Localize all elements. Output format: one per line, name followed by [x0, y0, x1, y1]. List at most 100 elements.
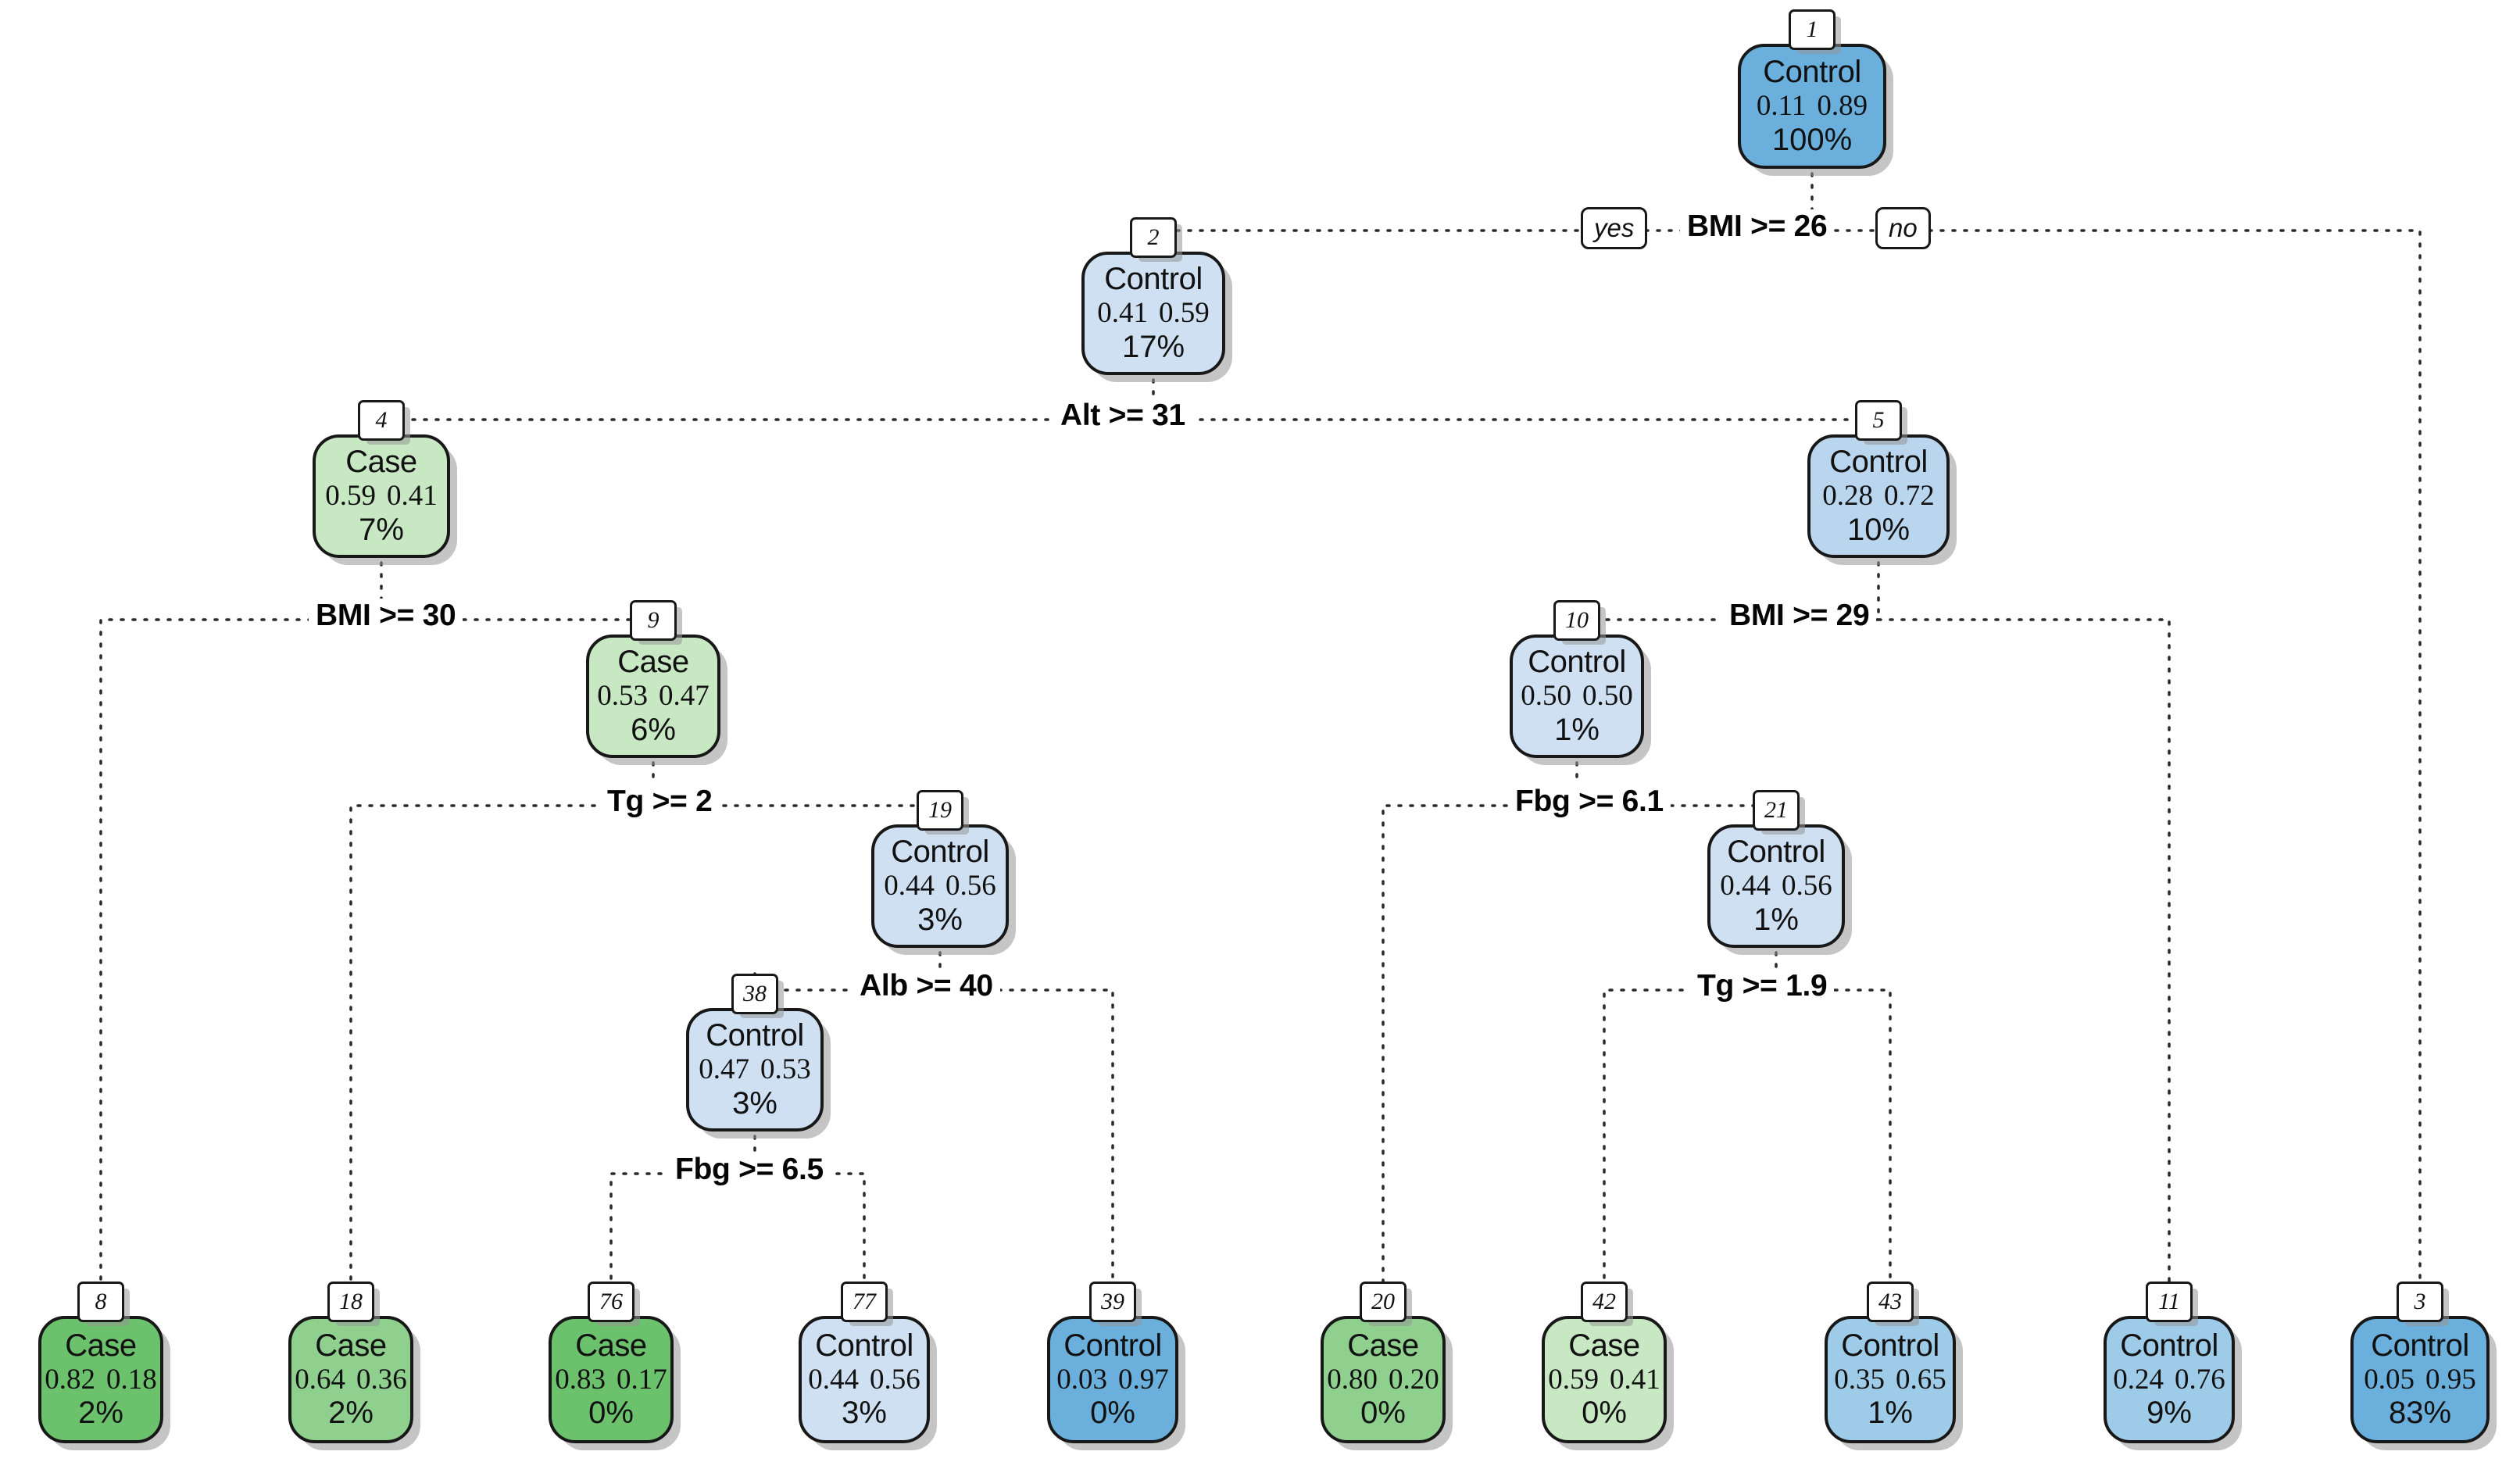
node-percentage: 2%: [328, 1396, 374, 1431]
yes-branch-label: yes: [1581, 207, 1648, 249]
split-label-bmi26: BMI >= 26: [1680, 209, 1835, 244]
node-id-tag: 20: [1360, 1282, 1407, 1322]
node-class-label: Control: [1063, 1328, 1162, 1363]
node-class-label: Control: [1841, 1328, 1939, 1363]
edge-alt31-no: [1152, 399, 1880, 421]
node-percentage: 1%: [1753, 902, 1799, 937]
node-percentage: 1%: [1554, 712, 1600, 747]
node-id-label: 43: [1878, 1289, 1902, 1314]
node-prob-control: 0.41: [387, 480, 438, 513]
edge-bmi29-no: [1877, 618, 2171, 1283]
node-class-label: Control: [1727, 835, 1825, 870]
node-id-label: 42: [1592, 1289, 1616, 1314]
node-percentage: 17%: [1121, 329, 1185, 364]
node-id-label: 21: [1764, 797, 1788, 823]
node-prob-case: 0.82: [45, 1363, 95, 1396]
edge-fbg65-no: [753, 1172, 866, 1283]
node-id-label: 39: [1101, 1289, 1124, 1314]
node-percentage: 1%: [1868, 1396, 1913, 1431]
node-id-tag: 21: [1753, 790, 1800, 831]
node-prob-control: 0.56: [1782, 870, 1832, 903]
node-prob-case: 0.44: [1720, 870, 1771, 903]
node-prob-control: 0.72: [1884, 480, 1935, 513]
node-prob-control: 0.18: [106, 1363, 157, 1396]
node-probabilities: 0.50 0.50: [1521, 680, 1633, 712]
node-prob-case: 0.59: [1548, 1363, 1599, 1396]
node-percentage: 100%: [1771, 122, 1853, 157]
node-prob-case: 0.50: [1521, 680, 1571, 713]
node-prob-control: 0.17: [617, 1363, 667, 1396]
node-id-label: 76: [599, 1289, 623, 1314]
split-label-fbg65: Fbg >= 6.5: [668, 1153, 831, 1187]
node-prob-control: 0.20: [1389, 1363, 1439, 1396]
node-percentage: 6%: [631, 712, 676, 747]
node-prob-case: 0.47: [699, 1053, 749, 1086]
node-percentage: 9%: [2146, 1396, 2192, 1431]
edge-bmi30-yes: [99, 618, 383, 1283]
node-probabilities: 0.82 0.18: [45, 1364, 157, 1396]
no-branch-label: no: [1875, 207, 1931, 249]
node-prob-case: 0.80: [1327, 1363, 1378, 1396]
node-id-tag: 4: [358, 400, 405, 441]
node-probabilities: 0.44 0.56: [1720, 870, 1832, 902]
node-id-label: 1: [1806, 16, 1818, 42]
node-id-tag: 3: [2397, 1282, 2443, 1322]
node-prob-control: 0.56: [945, 870, 996, 903]
node-id-tag: 1: [1789, 9, 1835, 50]
node-prob-case: 0.35: [1834, 1363, 1885, 1396]
node-id-tag: 42: [1581, 1282, 1628, 1322]
node-id-label: 3: [2414, 1289, 2426, 1314]
node-class-label: Case: [315, 1328, 387, 1363]
node-class-label: Control: [1528, 645, 1626, 680]
node-class-label: Case: [345, 445, 417, 480]
node-id-label: 5: [1872, 407, 1885, 433]
node-prob-case: 0.44: [884, 870, 935, 903]
node-class-label: Control: [1829, 445, 1928, 480]
node-prob-control: 0.50: [1582, 680, 1633, 713]
node-prob-control: 0.36: [356, 1363, 407, 1396]
node-probabilities: 0.05 0.95: [2364, 1364, 2476, 1396]
split-label-alb40: Alb >= 40: [853, 969, 1000, 1003]
node-id-tag: 11: [2146, 1282, 2193, 1322]
node-prob-control: 0.89: [1817, 90, 1868, 123]
node-percentage: 0%: [1360, 1396, 1406, 1431]
node-class-label: Case: [1347, 1328, 1419, 1363]
node-prob-control: 0.47: [659, 680, 710, 713]
node-id-tag: 77: [841, 1282, 888, 1322]
node-prob-control: 0.95: [2425, 1363, 2476, 1396]
node-prob-case: 0.41: [1097, 297, 1148, 330]
node-class-label: Control: [815, 1328, 913, 1363]
node-prob-case: 0.24: [2113, 1363, 2164, 1396]
node-prob-case: 0.83: [555, 1363, 606, 1396]
split-label-fbg61: Fbg >= 6.1: [1508, 785, 1671, 819]
edge-alb40-no: [938, 988, 1114, 1283]
edge-fbg65-yes: [609, 1172, 756, 1283]
node-prob-case: 0.05: [2364, 1363, 2415, 1396]
